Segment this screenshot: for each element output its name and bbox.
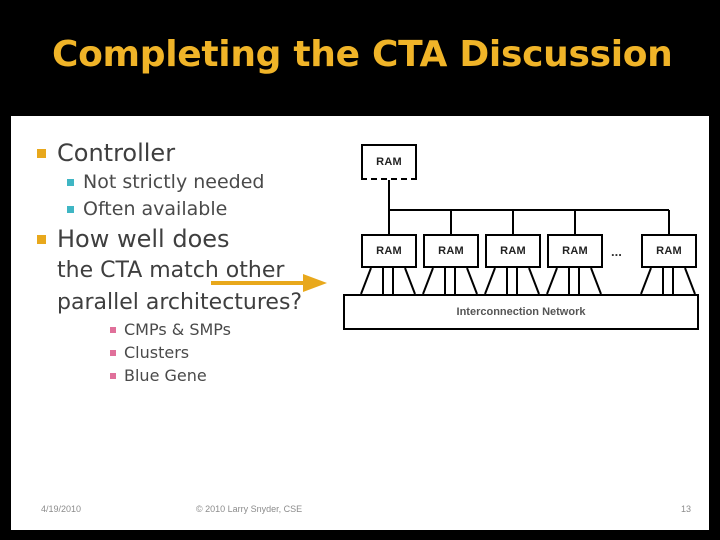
pink-square-bullet-icon (110, 350, 116, 356)
ram-node-box-1: RAM (361, 234, 417, 268)
bullet-label: Not strictly needed (83, 171, 265, 193)
pink-square-bullet-icon (110, 373, 116, 379)
page-title: Completing the CTA Discussion (52, 34, 673, 75)
footer-date: 4/19/2010 (41, 504, 82, 514)
bullet-item-controller: Controller (37, 138, 357, 168)
bullet-label: Controller (57, 139, 176, 167)
ellipsis-label: ... (611, 244, 622, 259)
bullet-item-often-available: Often available (67, 196, 357, 222)
cta-architecture-diagram: RAM RAM RAM RAM RAM RAM ... Interconnect… (341, 142, 701, 332)
bullet-label: parallel architectures? (57, 290, 303, 315)
bullet-item-blue-gene: Blue Gene (110, 365, 357, 387)
orange-square-bullet-icon (37, 235, 46, 244)
orange-square-bullet-icon (37, 149, 46, 158)
bullet-list: Controller Not strictly needed Often ava… (37, 136, 357, 388)
teal-square-bullet-icon (67, 206, 74, 213)
bullet-item-not-strictly-needed: Not strictly needed (67, 169, 357, 195)
ram-node-box-4: RAM (547, 234, 603, 268)
pink-square-bullet-icon (110, 327, 116, 333)
bullet-label: Clusters (124, 343, 190, 362)
bullet-continuation-line-1: the CTA match other (57, 255, 357, 286)
bullet-item-how-well-does: How well does (37, 224, 357, 254)
slide-footer: 4/19/2010 © 2010 Larry Snyder, CSE 13 (11, 500, 709, 522)
ram-node-box-3: RAM (485, 234, 541, 268)
ram-node-box-2: RAM (423, 234, 479, 268)
diagram-connection-lines (360, 180, 696, 295)
bullet-label: CMPs & SMPs (124, 320, 231, 339)
teal-square-bullet-icon (67, 179, 74, 186)
interconnection-network-box: Interconnection Network (343, 294, 699, 330)
bullet-label: Often available (83, 198, 228, 220)
bullet-label: Blue Gene (124, 366, 207, 385)
bullet-label: the CTA match other (57, 258, 285, 283)
controller-ram-box: RAM (361, 144, 417, 180)
footer-page-number: 13 (680, 504, 691, 514)
bullet-item-cmps-smps: CMPs & SMPs (110, 319, 357, 341)
right-arrow-icon (211, 274, 327, 292)
slide-content-area: Controller Not strictly needed Often ava… (11, 116, 709, 530)
bullet-label: How well does (57, 225, 230, 253)
ram-node-box-5: RAM (641, 234, 697, 268)
bullet-continuation-line-2: parallel architectures? (57, 287, 357, 318)
title-band: Completing the CTA Discussion (0, 0, 720, 112)
footer-copyright: © 2010 Larry Snyder, CSE (196, 504, 303, 514)
bullet-item-clusters: Clusters (110, 342, 357, 364)
